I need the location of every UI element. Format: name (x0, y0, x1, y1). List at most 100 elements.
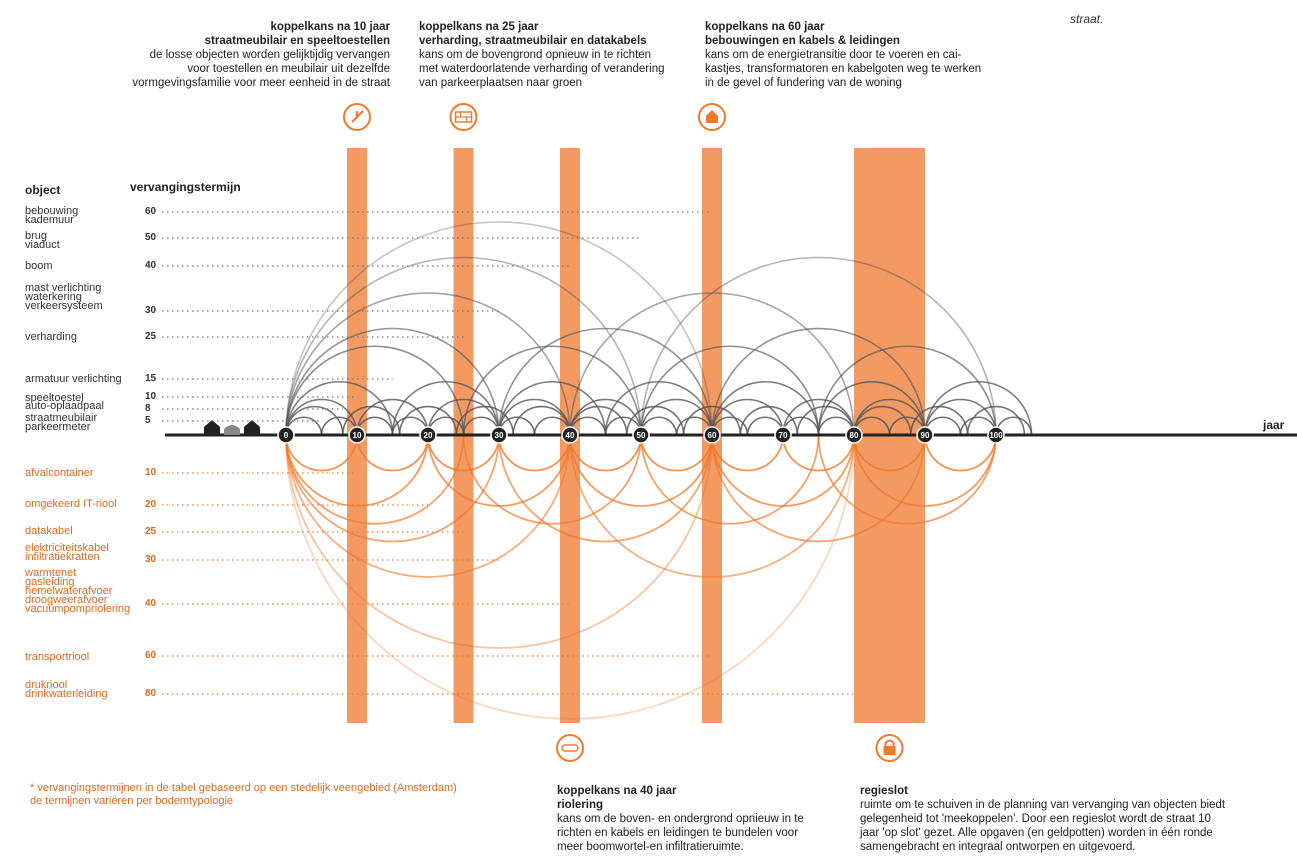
object-label: verkeersysteem (25, 300, 103, 312)
pipe-icon (561, 744, 579, 752)
header-10-subtitle: straatmeubilair en speeltoestellen (204, 35, 390, 47)
arc-above-10 (640, 398, 713, 436)
header-40-line: meer boomwortel-en infiltratieruimte. (557, 841, 744, 853)
year-label-60: 60 (708, 431, 717, 440)
arc-below-60 (285, 434, 713, 649)
year-label-0: 0 (284, 431, 289, 440)
regieslot-line: samengebracht en integraal ontworpen en … (860, 841, 1136, 853)
object-label: kademuur (25, 214, 74, 226)
arc-above-15 (817, 380, 926, 436)
car-icon (224, 425, 240, 435)
arc-above-25 (462, 345, 642, 436)
arc-above-8 (285, 405, 344, 436)
arc-above-25 (640, 345, 820, 436)
house-icon (706, 110, 718, 123)
object-label: elektriciteitskabel (25, 542, 109, 554)
term-value: 80 (145, 688, 157, 699)
arc-above-25 (285, 345, 465, 436)
arc-above-8 (966, 405, 1026, 436)
corner-text: straat. (1070, 12, 1104, 26)
term-value: 30 (145, 305, 157, 316)
header-40-line: kans om de boven- en ondergrond opnieuw … (557, 813, 804, 825)
arc-above-15 (924, 380, 1033, 436)
pipe-icon-badge (556, 734, 584, 762)
object-label: drukriool (25, 679, 68, 691)
axis-label: jaar (1263, 418, 1285, 432)
arc-below-20 (853, 434, 997, 507)
year-label-80: 80 (850, 431, 859, 440)
arc-below-10 (711, 434, 784, 472)
header-60-subtitle: bebouwingen en kabels & leidingen (705, 35, 900, 47)
year-label-90: 90 (921, 431, 930, 440)
house-icon (244, 420, 260, 435)
object-label: waterkering (25, 291, 82, 303)
header-40-subtitle: riolering (557, 799, 604, 811)
arc-above-10 (427, 398, 500, 436)
arc-below-10 (640, 434, 713, 472)
year-label-100: 100 (989, 431, 1003, 440)
header-25-subtitle: verharding, straatmeubilair en datakabel… (419, 35, 647, 47)
arc-below-40 (569, 434, 855, 578)
arc-above-8 (569, 405, 628, 436)
header-10-line: voor toestellen en meubilair uit dezelfd… (187, 63, 390, 75)
header-40-line: richten en kabels en leidingen te bundel… (557, 827, 799, 839)
year-label-50: 50 (637, 431, 646, 440)
header-10-line: de losse objecten worden gelijktijdig ve… (149, 49, 390, 61)
term-value: 5 (145, 415, 151, 426)
header-regieslot: regieslot ruimte om te schuiven in de pl… (860, 784, 1280, 854)
term-value: 60 (145, 206, 157, 217)
arc-below-30 (285, 434, 500, 543)
lock-icon (883, 739, 896, 755)
object-label: straatmeubilair (25, 412, 98, 424)
header-60-line: kastjes, transformatoren en kabelgoten w… (705, 63, 982, 75)
arc-below-10 (498, 434, 571, 472)
year-marker-30 (490, 426, 508, 444)
header-10-title: koppelkans na 10 jaar (270, 21, 390, 33)
object-label: bebouwing (25, 205, 79, 217)
arc-above-30 (711, 327, 926, 436)
column-header-term: vervangingstermijn (130, 180, 241, 194)
column-header-object: object (25, 183, 61, 197)
year-marker-80 (845, 426, 863, 444)
header-60-line: kans om de energietransitie door te voer… (705, 49, 962, 61)
object-label: warmtenet (25, 567, 77, 579)
arc-above-8 (682, 405, 742, 436)
object-label: afvalcontainer (25, 467, 94, 479)
arc-above-25 (817, 345, 997, 436)
arc-above-8 (796, 405, 855, 436)
term-value: 40 (145, 260, 157, 271)
object-label: datakabel (25, 525, 73, 537)
term-value: 40 (145, 598, 157, 609)
object-label: transportriool (25, 651, 90, 663)
arc-below-20 (569, 434, 713, 507)
arc-above-10 (356, 398, 429, 436)
year-marker-0 (277, 426, 295, 444)
header-25-line: met waterdoorlatende verharding of veran… (419, 63, 665, 75)
arc-above-40 (569, 292, 855, 436)
year-marker-10 (348, 426, 366, 444)
footnote-line: * vervangingstermijnen in de tabel gebas… (30, 782, 457, 794)
arc-below-30 (498, 434, 713, 543)
term-value: 50 (145, 232, 157, 243)
arc-above-15 (391, 380, 500, 436)
object-label: drinkwaterleiding (25, 688, 108, 700)
arc-above-8 (512, 405, 571, 436)
header-60-title: koppelkans na 60 jaar (705, 21, 825, 33)
arc-above-15 (604, 380, 713, 436)
arc-above-40 (285, 292, 571, 436)
header-60-line: in de gevel of fundering van de woning (705, 77, 902, 89)
year-label-30: 30 (495, 431, 504, 440)
arc-above-8 (853, 405, 912, 436)
arc-above-30 (285, 327, 500, 436)
year-label-20: 20 (424, 431, 433, 440)
year-marker-70 (774, 426, 792, 444)
year-marker-100 (987, 426, 1005, 444)
object-label: vacuümpompriolering (25, 603, 131, 615)
term-value: 20 (145, 499, 157, 510)
regieslot-line: gelegenheid tot 'meekoppelen'. Door een … (860, 813, 1211, 825)
arc-below-25 (640, 434, 820, 525)
object-label: droogweerafvoer (25, 594, 108, 606)
arc-below-25 (817, 434, 997, 525)
arc-above-60 (285, 221, 713, 436)
